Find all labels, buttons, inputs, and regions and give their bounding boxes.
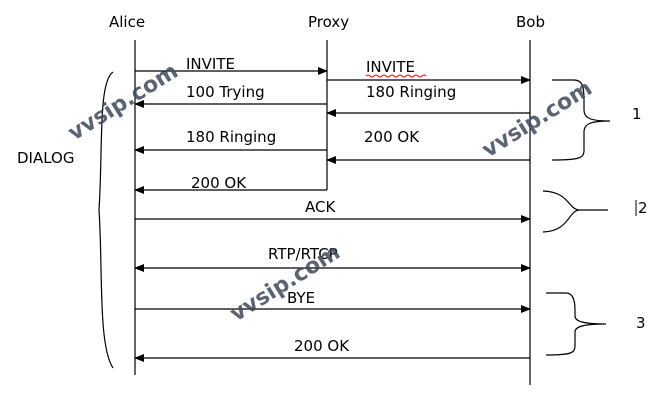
participant-proxy: Proxy (308, 13, 349, 31)
group-1-label: 1 (632, 105, 642, 123)
group-1-brace (551, 79, 611, 161)
dialog-label: DIALOG (17, 149, 75, 167)
group-3-brace (545, 292, 607, 356)
message-label-ack: ACK (305, 198, 336, 216)
spellcheck-squiggle (365, 74, 427, 78)
message-label-200-ok-2: 200 OK (191, 174, 247, 192)
group-3-label: 3 (636, 314, 646, 332)
message-label-rtp-rtcp: RTP/RTCP (268, 245, 338, 263)
message-label-200-ok-1: 200 OK (364, 128, 420, 146)
group-2-brace (542, 190, 608, 233)
group-2-label: 2 (638, 199, 648, 217)
watermark-2: vvsip.com (478, 76, 597, 163)
message-label-invite-2: INVITE (366, 58, 415, 76)
message-label-200-ok-3: 200 OK (294, 337, 350, 355)
participant-alice: Alice (109, 13, 145, 31)
message-label-180-ringing-2: 180 Ringing (186, 128, 276, 146)
participant-bob: Bob (516, 13, 545, 31)
message-label-invite-1: INVITE (186, 55, 235, 73)
message-label-bye: BYE (287, 289, 315, 307)
message-label-180-ringing-1: 180 Ringing (366, 83, 456, 101)
dialog-brace (98, 71, 114, 369)
watermark-1: vvsip.com (64, 59, 183, 146)
message-label-100-trying: 100 Trying (186, 83, 265, 101)
